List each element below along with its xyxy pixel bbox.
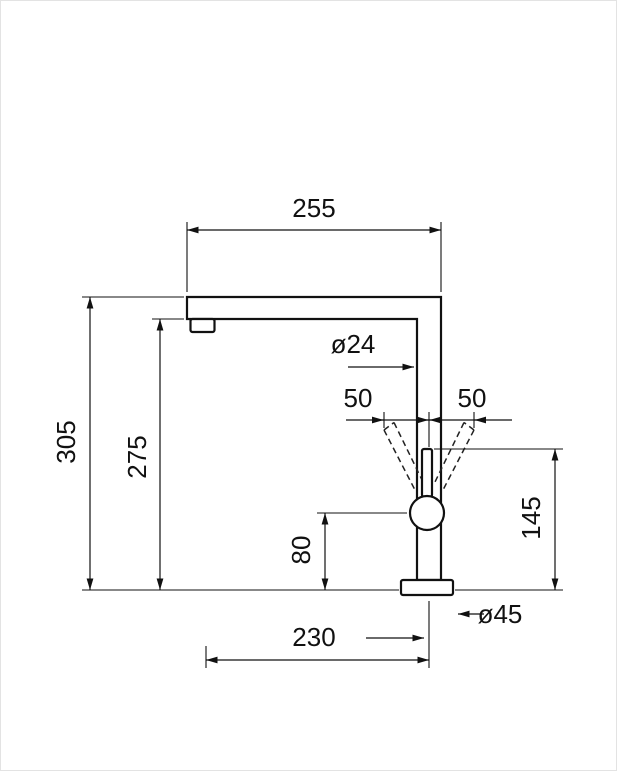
swing-right-inner-line — [433, 422, 465, 485]
swing-left-cap-line — [383, 421, 395, 431]
label-80: 80 — [286, 536, 316, 565]
base-flange — [399, 578, 455, 597]
swing-right-outer-line — [442, 429, 475, 491]
label-275: 275 — [122, 435, 152, 478]
label-255: 255 — [292, 193, 335, 223]
label-50-right: 50 — [458, 383, 487, 413]
label-50-left: 50 — [344, 383, 373, 413]
dimension-d45: ø45 — [458, 599, 522, 629]
label-230: 230 — [292, 622, 335, 652]
aerator-nozzle — [189, 317, 216, 334]
swing-left-inner-line — [393, 422, 425, 485]
dimension-275: 275 — [122, 318, 184, 590]
dimension-255: 255 — [186, 193, 442, 292]
dimension-230: 230 — [205, 601, 430, 668]
handle-lever — [420, 447, 434, 499]
handle-swing-dashed — [383, 421, 475, 491]
handle-ball-joint — [408, 494, 446, 532]
label-d45: ø45 — [478, 599, 523, 629]
label-d24: ø24 — [331, 329, 376, 359]
dimension-50-50: 50 50 — [344, 383, 512, 447]
dimension-145: 145 — [434, 448, 563, 591]
swing-left-outer-line — [383, 429, 416, 491]
dimension-305: 305 — [51, 296, 399, 591]
label-305: 305 — [51, 420, 81, 463]
dimension-80: 80 — [286, 512, 407, 590]
faucet-body — [185, 295, 475, 597]
swing-right-cap-line — [463, 421, 475, 431]
dimension-d24: ø24 — [331, 329, 414, 371]
label-145: 145 — [516, 496, 546, 539]
